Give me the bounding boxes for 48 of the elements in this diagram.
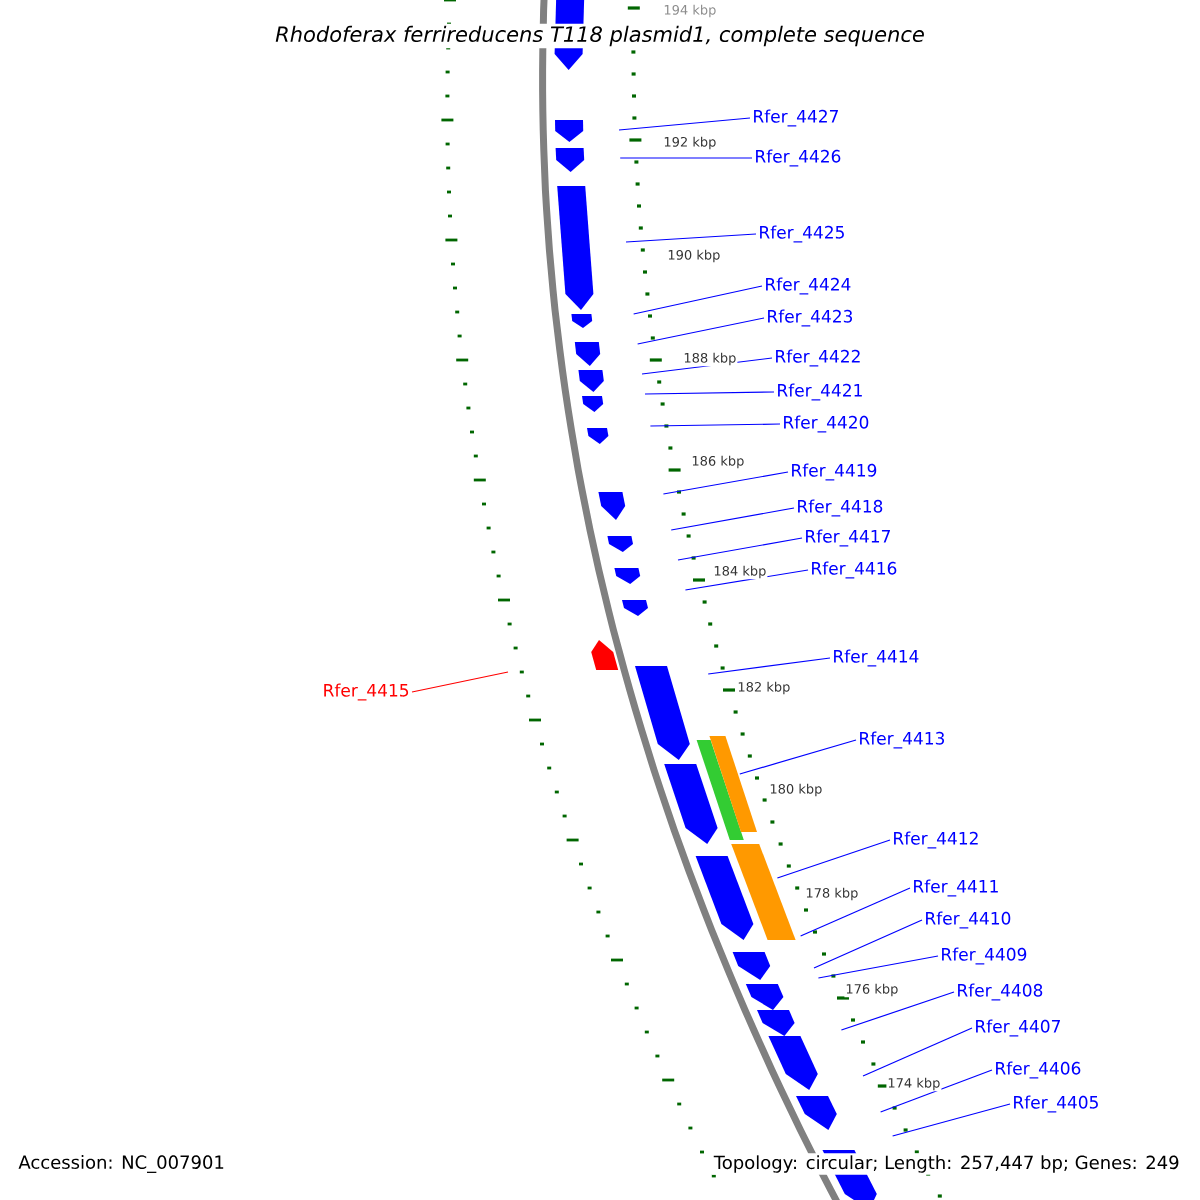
gene-label: Rfer_4427	[754, 109, 838, 127]
leader-line	[618, 117, 751, 131]
leader-line	[880, 1069, 993, 1113]
gene-label: Rfer_4426	[756, 149, 841, 167]
gene-label: Rfer_4424	[766, 277, 851, 295]
leader-line	[677, 537, 803, 561]
gene-label: Rfer_4420	[784, 415, 869, 433]
gene-label: Rfer_4417	[806, 529, 890, 547]
leader-line	[862, 1027, 973, 1077]
leader-line	[662, 471, 789, 495]
summary-text: Topology: circular; Length: 257,447 bp; Genes: 249	[711, 1153, 1182, 1175]
title: Rhodoferax ferrireducens T118 plasmid1, complete sequence	[273, 23, 927, 49]
leader-line	[813, 919, 923, 969]
gene-label: Rfer_4407	[976, 1019, 1060, 1037]
gene-label: Rfer_4419	[792, 463, 877, 481]
gene-label: Rfer_4406	[996, 1061, 1081, 1079]
leader-line	[707, 657, 831, 675]
accession-text: Accession: NC_007901	[18, 1155, 224, 1173]
gene-label: Rfer_4405	[1014, 1095, 1098, 1113]
leader-line	[625, 233, 757, 243]
leader-line	[644, 391, 775, 395]
gene-label: Rfer_4418	[798, 499, 883, 517]
gene-label: Rfer_4414	[834, 649, 919, 667]
leader-line	[619, 157, 753, 159]
leader-line	[840, 991, 955, 1031]
leader-line	[637, 317, 765, 345]
leader-line	[739, 739, 857, 775]
gene-label: Rfer_4415	[324, 683, 409, 701]
gene-label: Rfer_4412	[894, 831, 978, 849]
gene-label: Rfer_4413	[860, 731, 945, 749]
leader-line	[670, 507, 795, 531]
leader-line	[776, 839, 891, 879]
gene-label: Rfer_4421	[778, 383, 862, 401]
leader-line	[411, 671, 509, 693]
leader-line	[892, 1103, 1011, 1137]
gene-label: Rfer_4409	[942, 947, 1027, 965]
gene-label: Rfer_4425	[760, 225, 844, 243]
leader-line	[684, 569, 809, 591]
leader-line	[817, 955, 939, 979]
gene-label: Rfer_4410	[926, 911, 1011, 929]
gene-label: Rfer_4423	[768, 309, 853, 327]
gene-label: Rfer_4416	[812, 561, 897, 579]
gene-label: Rfer_4408	[958, 983, 1043, 1001]
gene-label: Rfer_4422	[776, 349, 860, 367]
leader-line	[649, 423, 781, 427]
gene-label: Rfer_4411	[914, 879, 998, 897]
leader-line	[633, 285, 763, 315]
leader-line	[800, 887, 911, 937]
